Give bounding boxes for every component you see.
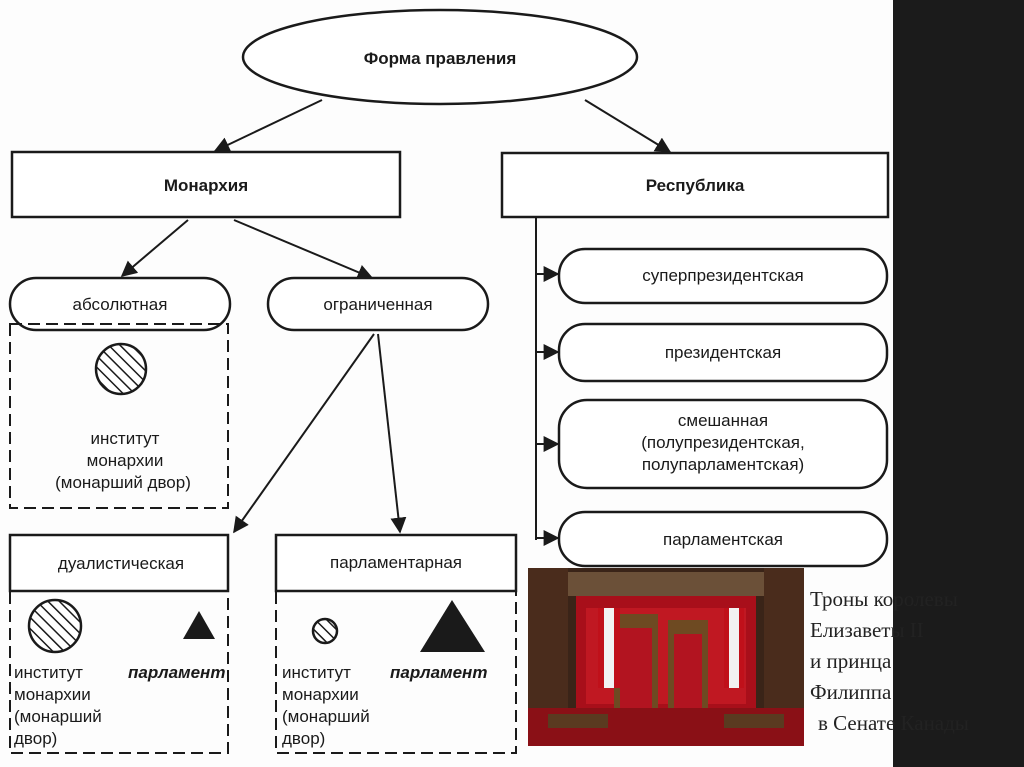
caption-line-1: Троны королевы bbox=[810, 587, 958, 611]
absolute-label: абсолютная bbox=[73, 295, 168, 314]
parliamentary-monarchy-box bbox=[274, 533, 518, 593]
mixed-oval bbox=[557, 398, 889, 490]
dualistic-institute-line1: институт bbox=[14, 663, 83, 682]
caption-line-3: и принца bbox=[810, 649, 892, 673]
caption-line-4: Филиппа bbox=[810, 680, 892, 704]
superpresidential-oval bbox=[557, 247, 889, 305]
monarchy-label: Монархия bbox=[164, 176, 248, 195]
photo-caption: Троны королевы Елизаветы II и принца Фил… bbox=[810, 584, 1024, 739]
mixed-label-line3: полупарламентская) bbox=[642, 455, 804, 474]
government-forms-diagram: Форма правления Монархия Республика абсо… bbox=[8, 8, 890, 754]
parliamentary-republic-label: парламентская bbox=[663, 530, 783, 549]
dualistic-institute-line3: (монарший bbox=[14, 707, 102, 726]
parliamentary-republic-oval bbox=[557, 510, 889, 568]
parliamentary-parliament-triangle bbox=[420, 600, 485, 652]
arrow-monarchy-to-limited bbox=[233, 219, 374, 280]
monarchy-institute-symbol bbox=[94, 342, 148, 396]
absolute-oval bbox=[8, 276, 232, 332]
canadian-senate-thrones-photo bbox=[528, 568, 804, 746]
arrow-monarchy-to-absolute bbox=[120, 219, 189, 278]
arrow-root-to-monarchy bbox=[213, 99, 323, 153]
dualistic-parliament-triangle bbox=[183, 611, 215, 639]
absolute-institute-line3: (монарший двор) bbox=[55, 473, 191, 492]
parliamentary-parliament-label: парламент bbox=[390, 663, 487, 682]
dark-side-panel bbox=[893, 0, 1024, 767]
caption-line-5: в Сенате Канады bbox=[818, 711, 969, 735]
superpresidential-label: суперпрезидентская bbox=[642, 266, 803, 285]
connectors bbox=[120, 99, 672, 546]
parliamentary-monarchy-label: парламентарная bbox=[330, 553, 462, 572]
parliamentary-dashed-frame bbox=[275, 592, 517, 754]
republic-box bbox=[500, 151, 890, 219]
republic-label: Республика bbox=[646, 176, 745, 195]
absolute-institute-line1: институт bbox=[91, 429, 160, 448]
dualistic-dashed-frame bbox=[9, 592, 229, 754]
dualistic-monarchy-symbol bbox=[27, 598, 83, 654]
presidential-label: президентская bbox=[665, 343, 781, 362]
parliamentary-institute-line3: (монарший bbox=[282, 707, 370, 726]
dualistic-institute-line4: двор) bbox=[14, 729, 57, 748]
root-label: Форма правления bbox=[364, 49, 517, 68]
arrow-limited-to-parliamentary bbox=[377, 333, 407, 534]
parliamentary-institute-line4: двор) bbox=[282, 729, 325, 748]
dualistic-box bbox=[8, 533, 230, 593]
dualistic-institute-line2: монархии bbox=[14, 685, 91, 704]
parliamentary-monarchy-symbol bbox=[311, 617, 339, 645]
parliamentary-institute-line1: институт bbox=[282, 663, 351, 682]
dualistic-parliament-label: парламент bbox=[128, 663, 225, 682]
limited-label: ограниченная bbox=[323, 295, 432, 314]
absolute-institute-line2: монархии bbox=[87, 451, 164, 470]
absolute-dashed-frame bbox=[9, 323, 229, 509]
dualistic-label: дуалистическая bbox=[58, 554, 184, 573]
presidential-oval bbox=[557, 322, 889, 383]
mixed-label-line1: смешанная bbox=[678, 411, 768, 430]
caption-line-2: Елизаветы II bbox=[810, 618, 924, 642]
arrow-limited-to-dualistic bbox=[233, 333, 375, 534]
mixed-label-line2: (полупрезидентская, bbox=[641, 433, 804, 452]
arrow-root-to-republic bbox=[584, 99, 672, 153]
monarchy-box bbox=[10, 150, 402, 219]
parliamentary-institute-line2: монархии bbox=[282, 685, 359, 704]
root-ellipse bbox=[241, 8, 639, 106]
limited-oval bbox=[266, 276, 490, 332]
